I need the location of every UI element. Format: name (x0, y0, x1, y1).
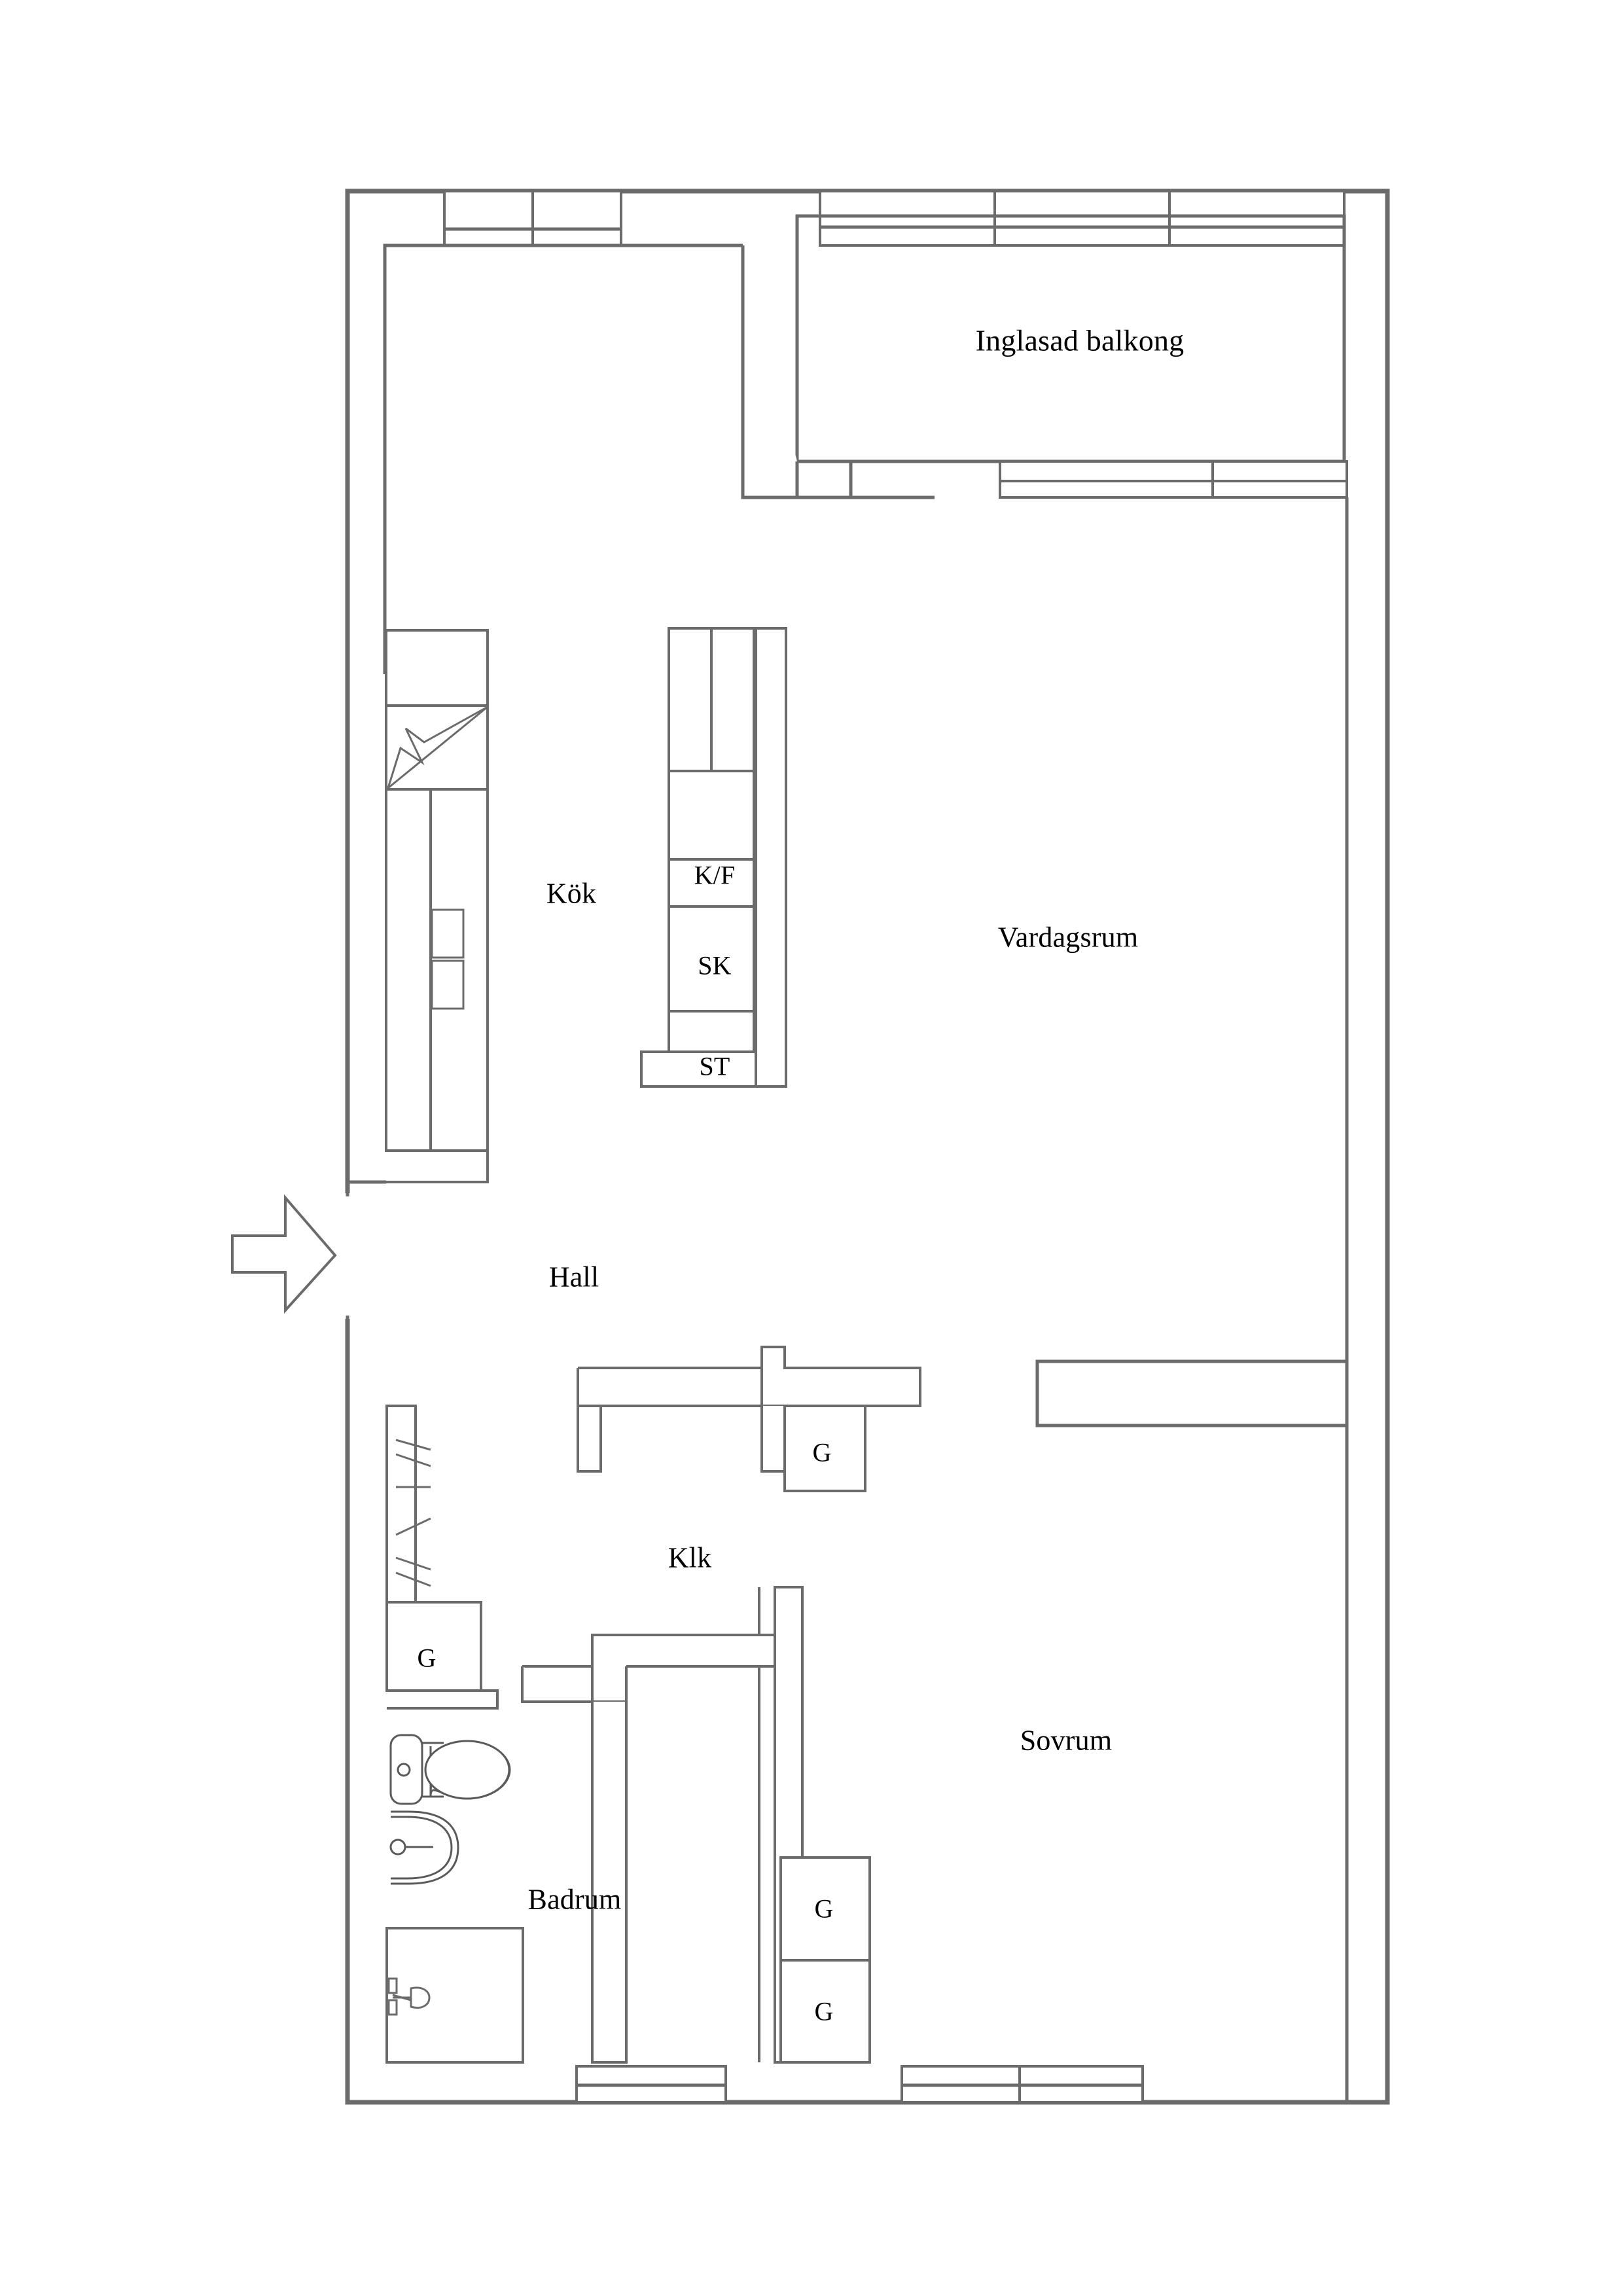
shower-icon (385, 1927, 524, 2064)
sink-icon (431, 908, 465, 1010)
fixture-label-wardrobe-klk: G (812, 1437, 832, 1467)
washing-machine-icon (385, 1405, 431, 1604)
room-label-hall: Hall (548, 1261, 599, 1293)
stove-icon (387, 706, 488, 789)
wardrobe-hall-box (385, 1601, 499, 1710)
window-balcony-bottom (999, 460, 1348, 499)
kitchen-cabinet-column (668, 627, 755, 1053)
room-outline-kitchen-upper (383, 243, 743, 674)
window-bedroom-bottom (901, 2065, 1144, 2104)
wall-bathroom-klk (521, 1634, 776, 2064)
window-bathroom-bottom (575, 2065, 727, 2104)
entrance-arrow-icon (231, 1194, 337, 1314)
window-balcony-top (819, 190, 1346, 247)
kitchen-counter-left (348, 629, 489, 1183)
entrance-door-opening (342, 1193, 356, 1319)
balcony-wall-stub (741, 245, 935, 499)
room-label-balcony: Inglasad balkong (975, 323, 1185, 357)
bedroom-wardrobes (779, 1856, 871, 2064)
room-label-bedroom: Sovrum (1020, 1724, 1113, 1757)
bathroom-sink-icon (389, 1810, 459, 1885)
room-label-walkin-closet: Klk (668, 1541, 712, 1574)
room-label-kitchen: Kök (546, 877, 597, 910)
wall-cabinet-pier (640, 627, 787, 1088)
fixture-label-pantry: SK (698, 950, 732, 980)
room-label-livingroom: Vardagsrum (997, 921, 1139, 954)
fixture-label-wardrobe-hall: G (417, 1643, 437, 1673)
wall-livingroom-bedroom-divider (1035, 1359, 1349, 1427)
window-kitchen-top (443, 190, 622, 247)
klk-closet-structure (577, 1346, 921, 1492)
fixture-label-fridge-freezer: K/F (694, 860, 736, 890)
fixture-label-wardrobe-bedroom-2: G (814, 1996, 834, 2026)
toilet-icon (389, 1734, 511, 1805)
room-label-bathroom: Badrum (527, 1883, 622, 1916)
fixture-label-wardrobe-bedroom-1: G (814, 1893, 834, 1924)
fixture-label-utility-cabinet: ST (699, 1051, 730, 1081)
